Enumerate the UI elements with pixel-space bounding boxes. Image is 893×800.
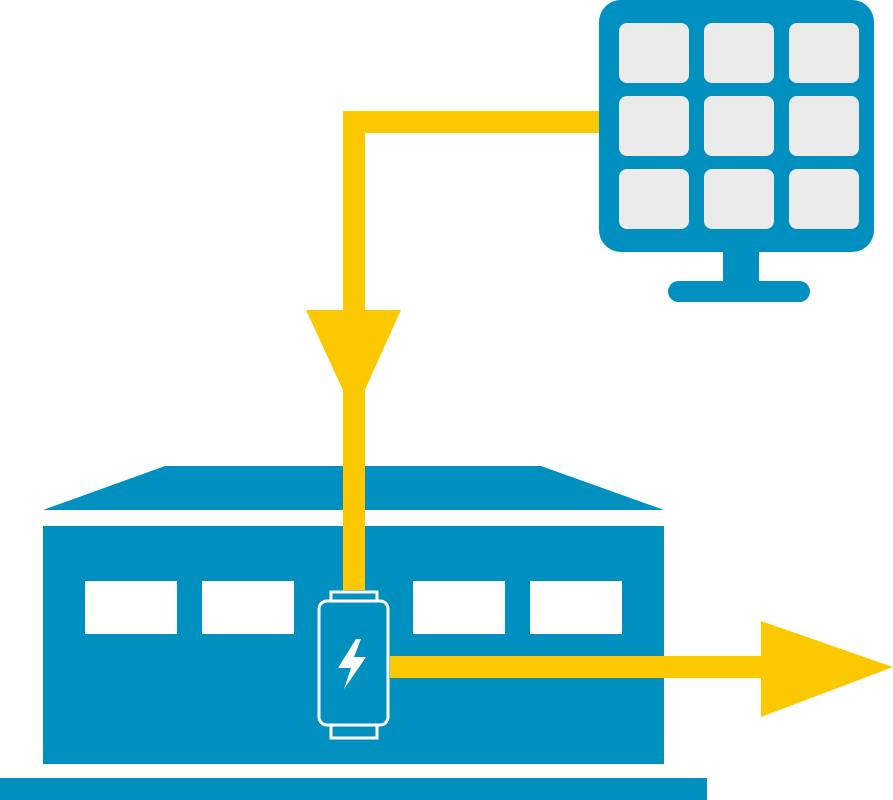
battery-cap	[329, 590, 379, 600]
solar-panel-icon	[599, 0, 874, 302]
flow-line-panel-to-battery	[343, 111, 602, 590]
solar-panel-cell-2	[704, 23, 774, 83]
battery-base	[329, 726, 379, 740]
arrow-right-icon	[761, 621, 893, 717]
building-window-3	[413, 581, 505, 634]
flow-panel-to-battery	[306, 111, 602, 590]
solar-panel-base	[668, 281, 810, 302]
arrow-down-icon	[306, 310, 401, 414]
solar-panel-cell-1	[619, 23, 689, 83]
ground-line	[0, 778, 707, 800]
solar-panel-cell-9	[789, 169, 859, 229]
solar-panel-cell-6	[789, 96, 859, 156]
building-window-4	[530, 581, 622, 634]
solar-panel-cell-4	[619, 96, 689, 156]
solar-panel-stem	[723, 250, 759, 286]
building-window-1	[85, 581, 177, 634]
solar-panel-cell-3	[789, 23, 859, 83]
flow-battery-to-output	[390, 621, 893, 717]
solar-panel-cell-7	[619, 169, 689, 229]
solar-panel-cell-5	[704, 96, 774, 156]
flow-line-battery-to-output	[390, 656, 768, 678]
battery-icon	[317, 590, 390, 740]
building-window-2	[202, 581, 294, 634]
lightning-bolt-icon	[338, 639, 366, 689]
solar-panel-cell-8	[704, 169, 774, 229]
